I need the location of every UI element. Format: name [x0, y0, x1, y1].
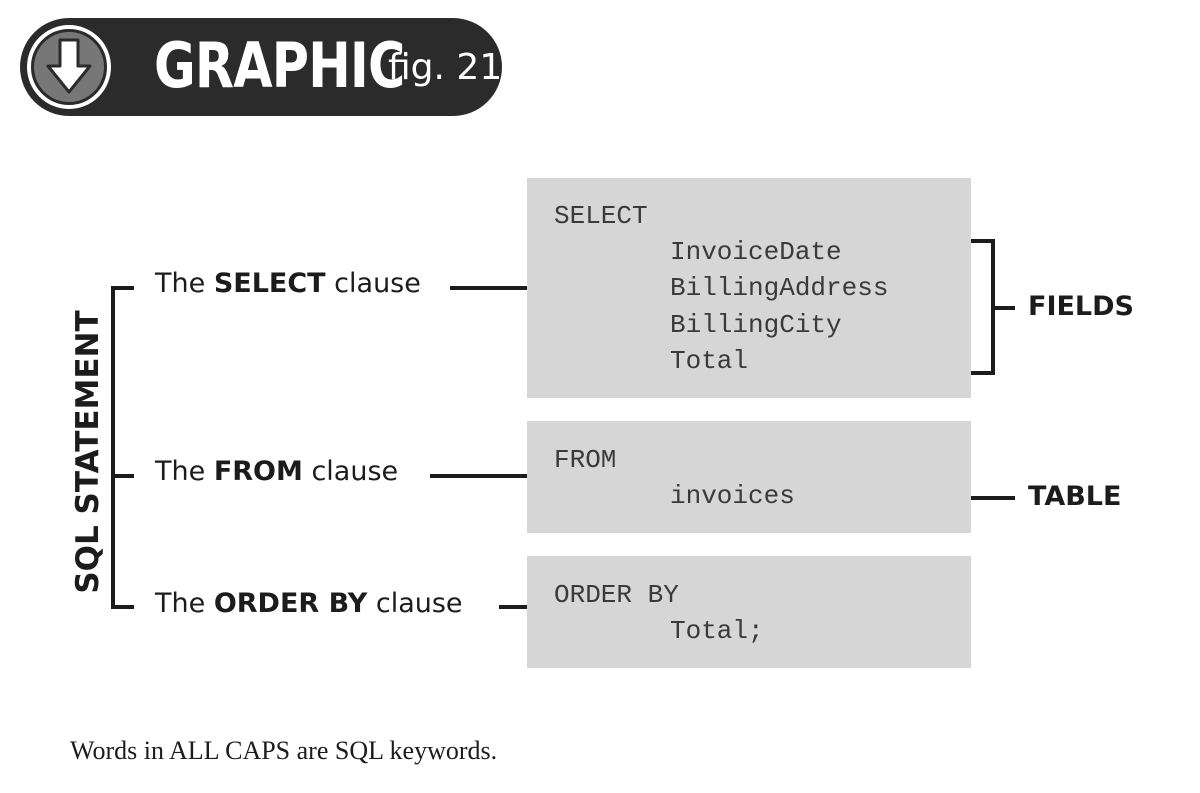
order-by-code-box: [527, 556, 971, 668]
table-name: invoices: [670, 481, 795, 511]
from-clause-label: The FROM clause: [155, 456, 399, 487]
field-item: Total: [670, 346, 749, 376]
from-keyword: FROM: [554, 445, 617, 475]
select-clause-label: The SELECT clause: [155, 268, 421, 299]
order-by-keyword: ORDER BY: [554, 580, 679, 610]
figure-caption: Words in ALL CAPS are SQL keywords.: [70, 736, 498, 765]
order-by-clause-label: The ORDER BY clause: [155, 588, 463, 619]
figure-header-badge: GRAPHIC fig. 21: [20, 18, 502, 116]
table-label: TABLE: [1028, 481, 1122, 512]
figure-number: fig. 21: [388, 47, 503, 88]
select-code-box: [527, 178, 971, 398]
field-item: InvoiceDate: [670, 237, 842, 267]
field-item: BillingAddress: [670, 273, 889, 303]
field-item: BillingCity: [670, 310, 842, 340]
figure-title: GRAPHIC: [154, 29, 405, 102]
fields-label: FIELDS: [1028, 291, 1134, 322]
from-code-box: [527, 421, 971, 533]
select-keyword: SELECT: [554, 201, 648, 231]
down-arrow-circle-icon: [26, 24, 112, 110]
order-field: Total;: [670, 616, 764, 646]
